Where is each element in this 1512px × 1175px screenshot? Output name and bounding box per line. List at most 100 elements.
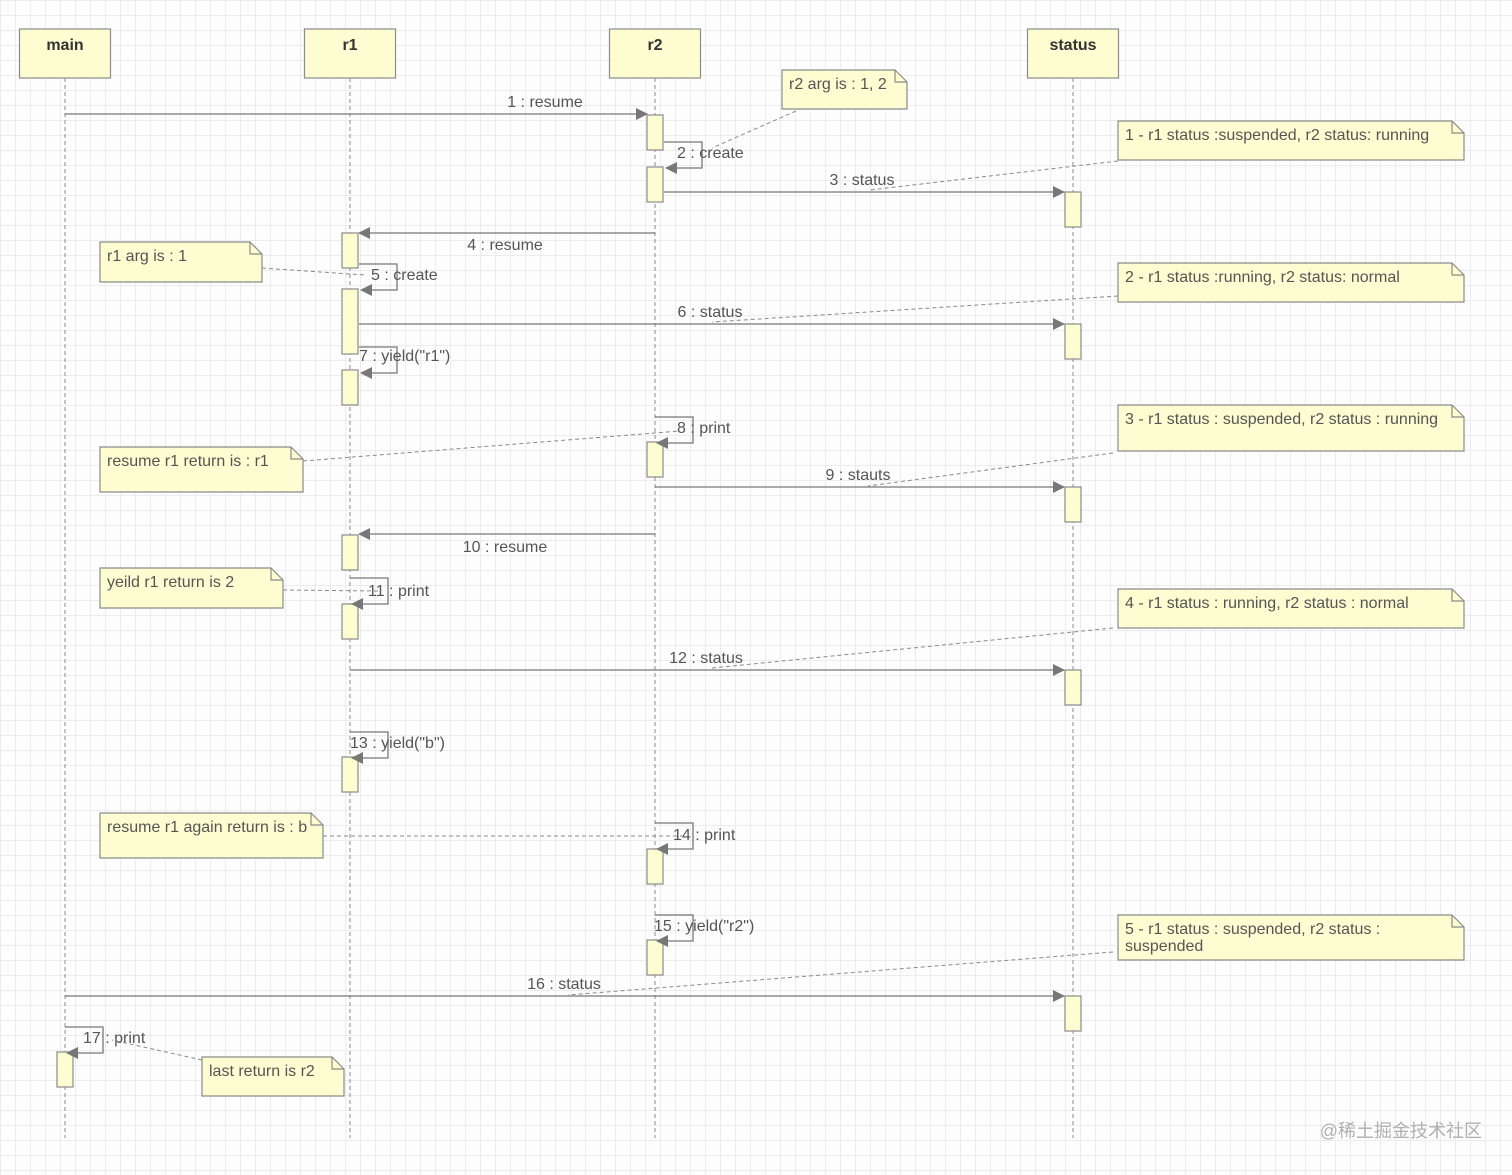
note-connector-5 (867, 452, 1114, 487)
note-fold (1451, 263, 1464, 276)
note-connector-8 (282, 589, 379, 592)
message-4-label: 4 : resume (467, 237, 543, 254)
note-box (1117, 588, 1465, 629)
note-text: resume r1 return is : r1 (107, 453, 269, 470)
note-yeild-r1-return[interactable]: yeild r1 return is 2 (99, 567, 284, 609)
note-box (1117, 262, 1465, 303)
message-5-arrow (359, 263, 398, 296)
message-17-label: 17 : print (83, 1030, 146, 1047)
note-box (99, 241, 263, 283)
note-connector-1 (711, 110, 797, 149)
note-box (201, 1056, 345, 1097)
message-2-label: 2 : create (677, 145, 744, 162)
note-connector-6 (302, 430, 681, 462)
note-last-return[interactable]: last return is r2 (201, 1056, 345, 1097)
message-1-label: 1 : resume (507, 94, 583, 111)
activation-bar-4 (341, 232, 359, 269)
note-status-2[interactable]: 2 - r1 status :running, r2 status: norma… (1117, 262, 1465, 303)
note-text: r2 arg is : 1, 2 (789, 76, 887, 93)
note-text: 2 - r1 status :running, r2 status: norma… (1125, 269, 1400, 286)
participant-r1-label: r1 (342, 37, 357, 54)
message-11-label: 11 : print (368, 583, 430, 600)
note-box (99, 812, 324, 859)
message-17-arrow (65, 1026, 104, 1059)
note-fold (331, 1057, 344, 1070)
activation-bar-2 (646, 166, 664, 203)
note-resume-r1-return[interactable]: resume r1 return is : r1 (99, 446, 304, 493)
participant-main-label: main (46, 37, 83, 54)
note-status-5[interactable]: 5 - r1 status : suspended, r2 status :su… (1117, 914, 1465, 961)
message-2-arrow (664, 141, 703, 174)
note-fold (249, 242, 262, 255)
participant-main-box[interactable] (18, 28, 112, 79)
note-resume-r1-again[interactable]: resume r1 again return is : b (99, 812, 324, 859)
note-connector-11 (111, 1039, 203, 1061)
note-fold (290, 447, 303, 460)
note-box (99, 567, 284, 609)
note-fold (310, 813, 323, 826)
activation-bar-1 (646, 114, 664, 151)
activation-bar-13 (341, 756, 359, 793)
note-connector-7 (711, 627, 1114, 669)
note-text: 5 - r1 status : suspended, r2 status : (1125, 921, 1380, 938)
note-text: r1 arg is : 1 (107, 248, 187, 265)
activation-bar-11 (341, 603, 359, 640)
note-text: suspended (1125, 938, 1203, 955)
message-13-arrow (350, 731, 389, 764)
participant-status-label: status (1049, 37, 1096, 54)
message-15-arrow (655, 914, 694, 947)
activation-bar-17 (56, 1051, 74, 1088)
watermark-text: @稀土掘金技术社区 (1320, 1121, 1482, 1141)
message-15-label: 15 : yield("r2") (654, 918, 754, 935)
message-8-label: 8 : print (677, 420, 731, 437)
activation-bar-15 (646, 939, 664, 976)
message-5-label: 5 : create (371, 267, 438, 284)
activation-bar-5 (341, 288, 359, 355)
note-text: 4 - r1 status : running, r2 status : nor… (1125, 595, 1409, 612)
note-box (1117, 120, 1465, 161)
note-fold (1451, 121, 1464, 134)
note-box (1117, 404, 1465, 452)
note-fold (1451, 915, 1464, 928)
note-status-4[interactable]: 4 - r1 status : running, r2 status : nor… (1117, 588, 1465, 629)
activation-bar-6 (1064, 323, 1082, 360)
note-text: last return is r2 (209, 1063, 315, 1080)
activation-bar-8 (646, 441, 664, 478)
note-r1-arg[interactable]: r1 arg is : 1 (99, 241, 263, 283)
note-fold (894, 70, 907, 83)
message-9-label: 9 : stauts (826, 467, 891, 484)
note-box (99, 446, 304, 493)
note-status-1[interactable]: 1 - r1 status :suspended, r2 status: run… (1117, 120, 1465, 161)
message-8-arrow (655, 416, 694, 449)
participant-status-box[interactable] (1026, 28, 1120, 79)
message-6-label: 6 : status (678, 304, 743, 321)
note-text: 1 - r1 status :suspended, r2 status: run… (1125, 127, 1429, 144)
activation-bar-7 (341, 369, 359, 406)
message-14-arrow (655, 822, 694, 855)
activation-bar-12 (1064, 669, 1082, 706)
message-12-label: 12 : status (669, 650, 743, 667)
message-11-arrow (350, 577, 389, 610)
note-r2-arg[interactable]: r2 arg is : 1, 2 (781, 69, 908, 110)
note-fold (1451, 405, 1464, 418)
message-7-arrow (359, 346, 398, 379)
participant-r2-label: r2 (647, 37, 662, 54)
note-text: 3 - r1 status : suspended, r2 status : r… (1125, 411, 1438, 428)
note-connector-10 (567, 951, 1114, 996)
note-connector-3 (261, 267, 366, 276)
note-box (781, 69, 908, 110)
activation-bar-16 (1064, 995, 1082, 1032)
message-14-label: 14 : print (673, 827, 736, 844)
participant-r1-box[interactable] (303, 28, 397, 79)
activation-bar-3 (1064, 191, 1082, 228)
message-3-label: 3 : status (830, 172, 895, 189)
note-fold (1451, 589, 1464, 602)
message-10-label: 10 : resume (463, 539, 548, 556)
activation-bar-9 (1064, 486, 1082, 523)
note-fold (270, 568, 283, 581)
participant-r2-box[interactable] (608, 28, 702, 79)
note-connector-4 (711, 295, 1119, 323)
note-text: yeild r1 return is 2 (107, 574, 234, 591)
note-status-3[interactable]: 3 - r1 status : suspended, r2 status : r… (1117, 404, 1465, 452)
